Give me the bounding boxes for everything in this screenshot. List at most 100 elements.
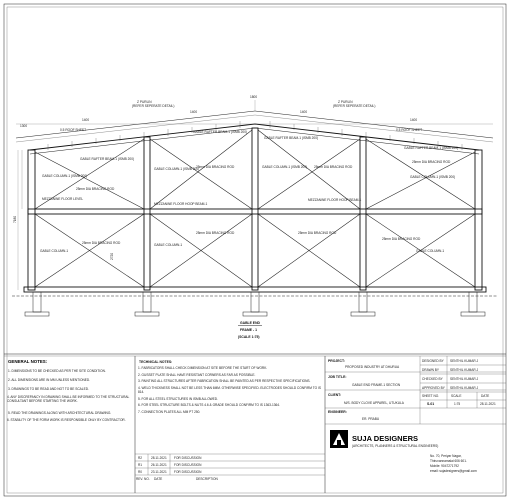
approved-by-value: SENTHIL KUMAR.J [450,386,479,390]
technical-notes-heading: TECHNICAL NOTES: [139,360,172,364]
roof-sheet-right-label: 0.5 ROOF SHEET [396,128,422,132]
frame-subtitle: FRAME - 1 [240,328,257,332]
client-value: M/S. BODY CLOVE APPAREL, UTUKULA [344,401,405,405]
inner-border [6,6,504,494]
drawn-by-label: DRAWN BY [422,368,440,372]
dim-ridge: 1800 [250,95,257,99]
roof-sheet-inner-line [15,114,494,143]
checked-by-value: SENTHIL KUMAR.J [450,377,479,381]
member-annotation: GABLE RAFTER BEAM-1 (ISMB 200) [80,157,134,161]
sheet-no-value: S-01 [427,402,434,406]
general-note: 2. ALL DIMENSIONS ARE IN MM UNLESS MENTI… [8,378,90,382]
general-note-wrap: 4. ANY DISCREPANCY IN DRAWING SHALL BE I… [7,395,130,403]
member-annotation: GABLE COLUMN-1 (ISMB 200) [154,167,199,171]
member-annotation: 25mm DIA BRACING ROD [196,165,235,169]
client-label: CLIENT: [328,393,341,397]
checked-by-label: CHECKED BY [422,377,444,381]
revision-date: 28.11.2021 [151,456,167,460]
technical-note: 4. WELD THICKNESS SHALL NOT BE LESS THAN… [138,385,322,394]
member-annotation: 25mm DIA BRACING ROD [76,187,115,191]
member-annotation: MEZZANINE FLOOR HOOP BEAM-1 [154,202,207,206]
date-label: DATE [481,394,489,398]
designed-by-value: SENTHIL KUMAR.J [450,359,479,363]
member-annotation: GABLE COLUMN-1 [40,249,68,253]
purlin-right-label: Z PURLIN [338,100,353,104]
revision-head-no: REV. NO. [136,477,150,481]
technical-note: 2. GUSSET PLATE SHALL HAVE RESISTANT COR… [138,372,256,377]
general-notes-heading: GENERAL NOTES: [8,359,48,364]
firm-address: Mobile: 9047271792 [430,464,459,468]
member-annotation: GABLE COLUMN-1 [416,249,444,253]
firm-tagline: (ARCHITECTS, PLANNERS & STRUCTURAL ENGIN… [352,444,438,448]
member-annotation: GABLE COLUMN-1 (ISMB 200) [262,165,307,169]
member-annotation: GABLE RAFTER BEAM-1 (ISMB 200) [264,136,318,140]
dim-slope-b: 1400 [190,110,197,114]
revision-no: R2 [138,456,142,460]
revision-desc: FOR DISCUSSION [174,456,202,460]
revision-date: 26.11.2021 [151,463,167,467]
designed-by-label: DESIGNED BY [422,359,445,363]
job-title-label: JOB TITLE: [328,375,346,379]
member-annotation: GABLE RAFTER BEAM-1 (ISMB 200) [404,146,458,150]
dim-slope-a: 1400 [82,118,89,122]
member-annotation: GABLE COLUMN-1 (ISMB 200) [410,175,455,179]
member-annotation: MEZZANINE FLOOR LEVEL [42,197,83,201]
dim-edge: 1300 [20,124,27,128]
technical-note: 6. FOR STEEL STRUCTURE BOLTS & NUTS 4.6 … [138,403,280,408]
member-annotation: GABLE COLUMN-1 (ISMB 200) [42,174,87,178]
frame-scale: (SCALE 1:75) [238,335,259,339]
member-annotation: GABLE COLUMN-1 [154,243,182,247]
upper-bracing-rods [34,129,476,210]
member-annotation: 25mm DIA BRACING ROD [412,160,451,164]
general-note: 5. READ THE DRAWINGS ALONG WITH ARCHITEC… [8,411,111,415]
technical-note: 3. PAINTING ALL STRUCTURES AFTER FABRICA… [138,379,311,384]
revision-head-desc: DESCRIPTION [196,477,218,481]
firm-name: SUJA DESIGNERS [352,434,418,443]
scale-label: SCALE [451,394,461,398]
foundations [24,291,486,317]
purlin-center-ref: (REFER SEPERATE DETAIL) [132,104,174,108]
firm-address: No. 70, Periyar Nagar, [430,454,462,458]
date-value: 28.11.2021 [480,402,496,406]
technical-note: 7. CONNECTION PLATES ALL MM PT 250. [138,409,201,414]
technical-note: 1. FABRICATORS SHALL CHECK DIMENSION AT … [138,366,268,370]
technical-notes-wrap: 1. FABRICATORS SHALL CHECK DIMENSION AT … [138,366,322,414]
purlin-marks [47,121,463,150]
general-note-wrap: 6. STABILITY OF THE FORM WORK IS RESPONS… [7,418,126,422]
dim-slope-c: 1400 [300,110,307,114]
general-note: 6. STABILITY OF THE FORM WORK IS RESPONS… [7,418,126,422]
roof-sheet-left-label: 0.5 ROOF SHEET [60,128,86,132]
dim-slope-d: 1400 [410,118,417,122]
revision-head-date: DATE [154,477,162,481]
frame-title: GABLE END [240,321,261,325]
member-annotation: MEZZANINE FLOOR HOOP BEAM-1 [308,198,361,202]
job-title-value: GABLE END FRAME-1 SECTION [352,383,401,387]
column-dimension: 2720 [110,253,114,260]
scale-value: 1:75 [454,402,460,406]
lower-bracing-rods [34,213,476,288]
outer-border [3,3,507,497]
technical-note: 5. FOR ALL STEEL STRUCTURES IN ISMB ALLO… [138,396,218,401]
revision-no: R0 [138,470,142,474]
revision-no: R1 [138,463,142,467]
firm-logo-icon [330,430,348,448]
member-annotation: 25mm DIA BRACING ROD [82,241,121,245]
member-annotation: 25mm DIA BRACING ROD [382,237,421,241]
mezzanine-floor-beam [27,208,483,215]
member-annotation: GABLE RAFTER BEAM-1 (ISMB 200) [193,130,247,134]
engineer-label: ENGINEER: [328,410,347,414]
general-note: 1. DIMENSIONS TO BE CHECKED AS PER THE S… [8,369,106,373]
sheet-no-label: SHEET NO. [422,394,439,398]
general-note: 4. ANY DISCREPANCY IN DRAWING SHALL BE I… [7,395,130,403]
member-annotation: 25mm DIA BRACING ROD [298,231,337,235]
member-annotation: 25mm DIA BRACING ROD [314,165,353,169]
plinth-beam [23,286,487,293]
engineer-value: ER. PRABU [362,417,380,421]
firm-address: Thiruvannamalai 606 601. [430,459,467,463]
height-dimension: 7180 [13,216,17,223]
title-block-frame [4,353,506,493]
revision-desc: FOR DISCUSSION [174,463,202,467]
project-value: PROPOSED INDUSTRY AT DHURUA [345,365,400,369]
purlin-center-label: Z PURLIN [137,100,152,104]
